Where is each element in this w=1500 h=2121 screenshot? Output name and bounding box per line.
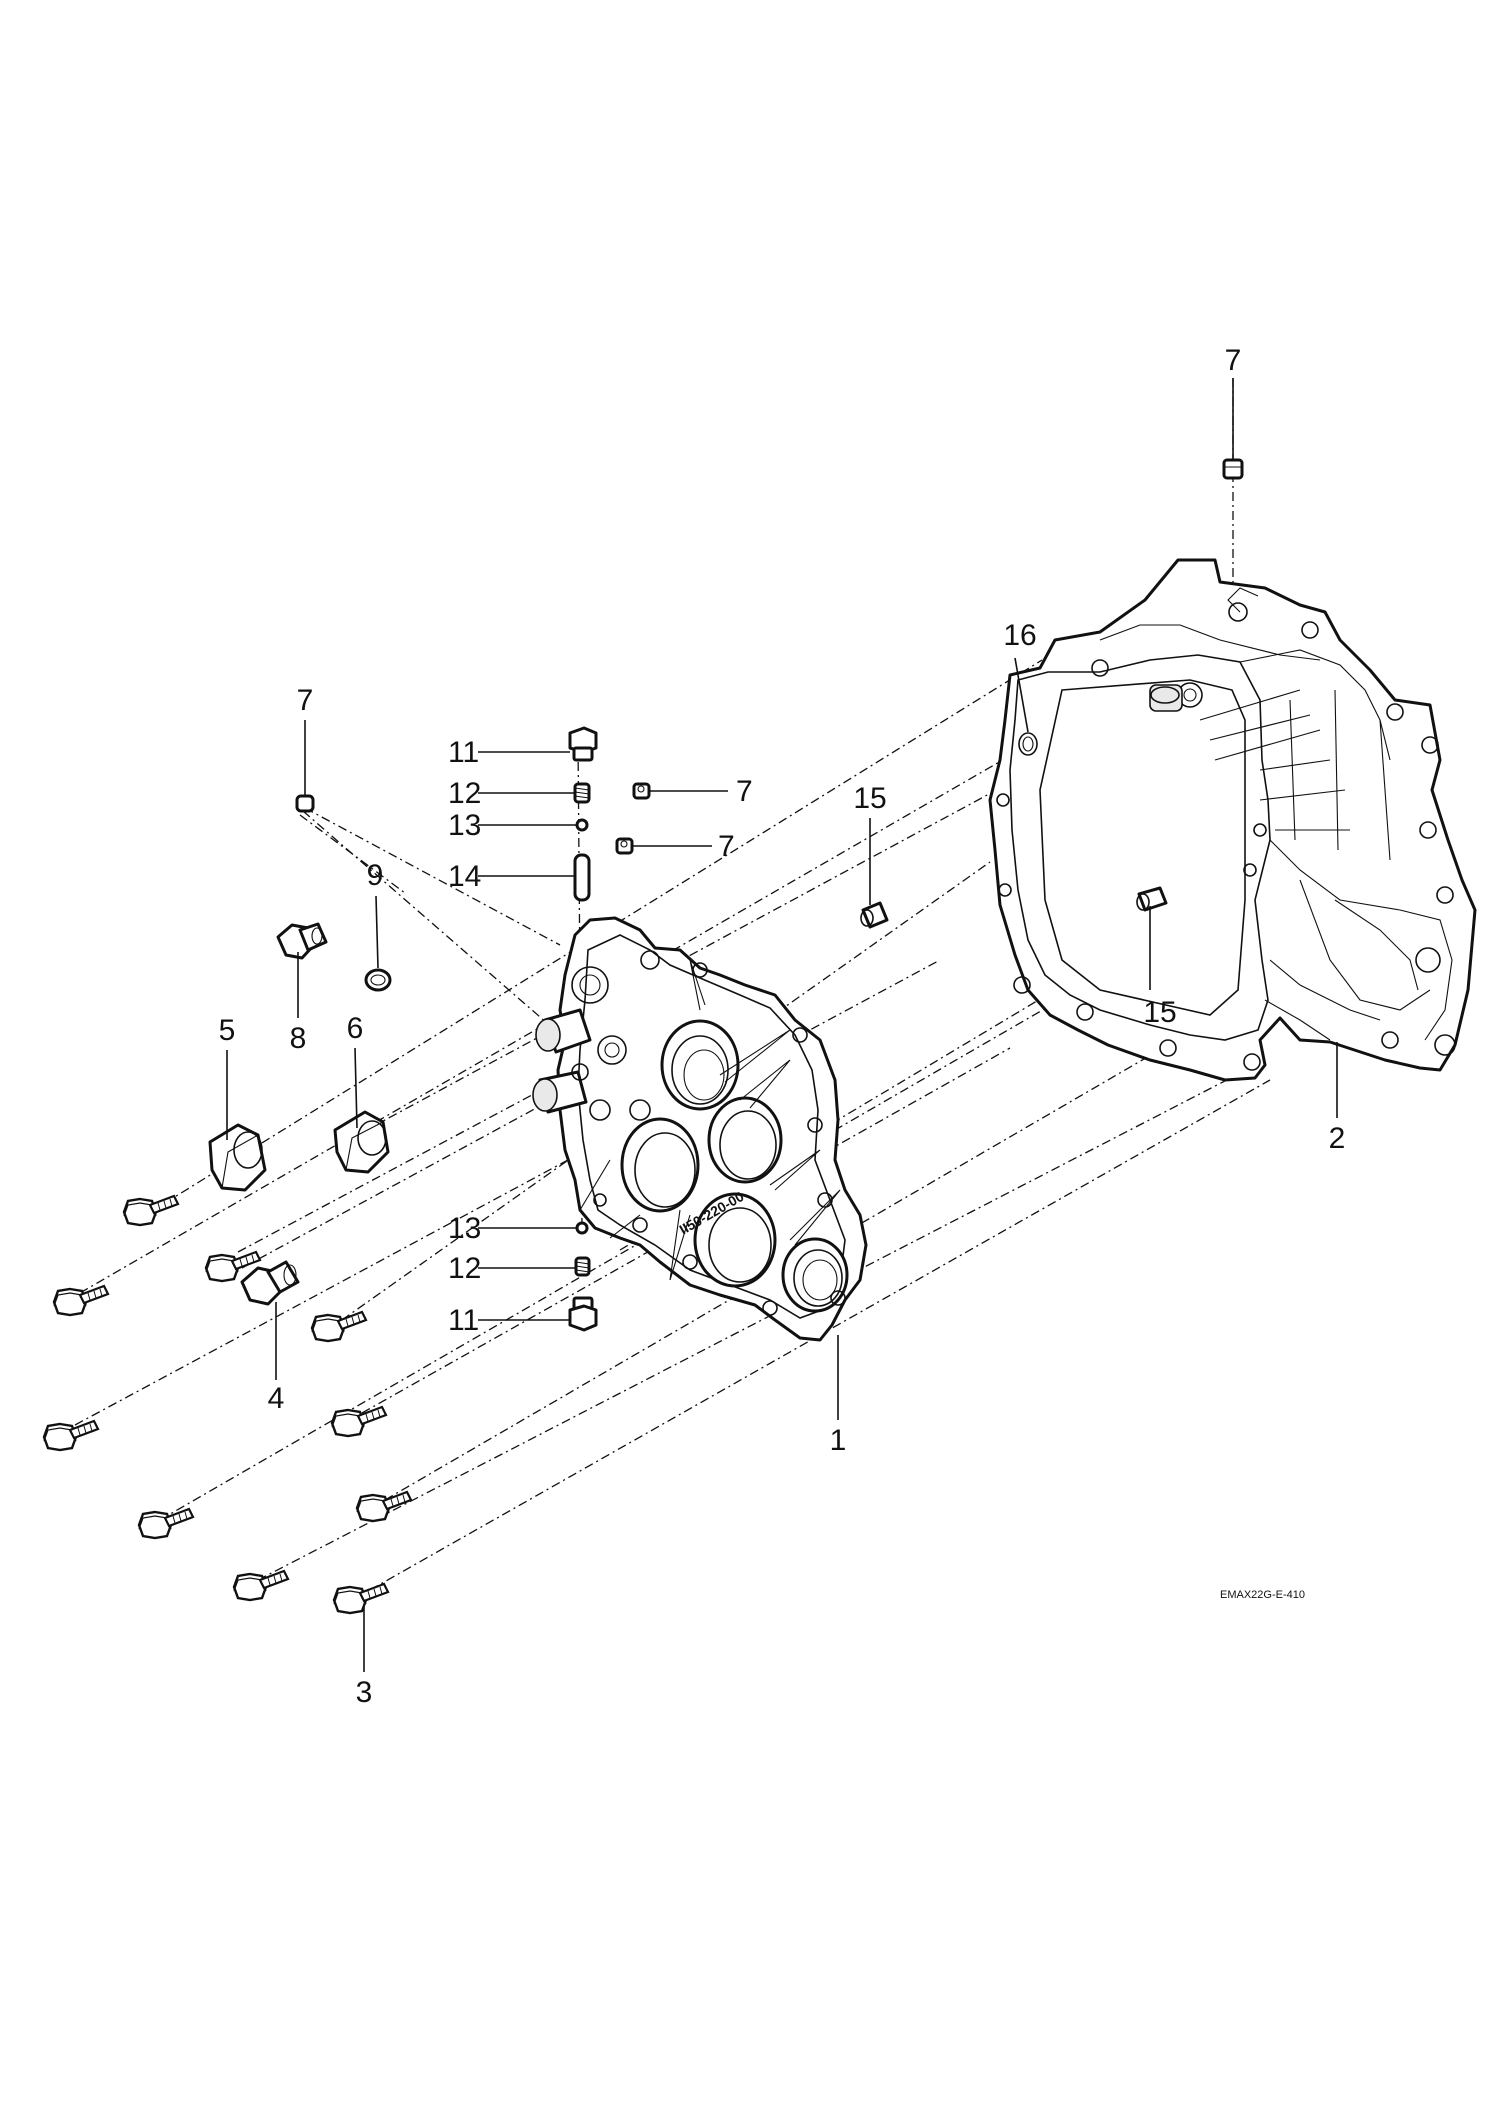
bolt [52,1284,110,1317]
housing-part-2 [988,558,1477,1082]
bolt [232,1569,290,1602]
callout-2: 2 [1329,1122,1346,1155]
bolt [330,1405,388,1438]
callout-7-mid-b: 7 [718,830,735,863]
callout-7-mid-a: 7 [736,775,753,808]
screw-plug-part-11-bottom [568,1296,598,1332]
callout-8: 8 [290,1022,307,1055]
callout-6: 6 [347,1012,364,1045]
callout-7-top: 7 [1225,344,1242,377]
plug-part-5 [208,1123,267,1192]
bolt [42,1419,100,1452]
o-ring-part-9 [364,968,392,992]
callout-7-left: 7 [297,684,314,717]
callout-1: 1 [830,1424,847,1457]
plug-part-6 [333,1110,390,1174]
callout-13-bottom: 13 [448,1212,481,1245]
callout-9: 9 [367,859,384,892]
callout-11-bottom: 11 [448,1304,479,1337]
pin-part-14 [573,853,591,902]
drawing-code: EMAX22G-E-410 [1220,1589,1305,1601]
callout-3: 3 [356,1676,373,1709]
ball-part-13-top [575,818,589,832]
bolt [310,1310,368,1343]
callout-12-top: 12 [448,777,481,810]
front-cover-part-1: II50-220-00 [532,916,868,1342]
bolts-part-3 [42,1194,413,1615]
callout-4: 4 [268,1382,285,1415]
callout-12-bottom: 12 [448,1252,481,1285]
callout-5: 5 [219,1014,236,1047]
plug-part-4 [240,1260,300,1306]
bolt [332,1582,390,1615]
callout-15-b: 15 [1143,996,1176,1029]
screw-plug-part-11-top [568,726,598,762]
dowel-pin-15b [1136,886,1168,912]
callout-13-top: 13 [448,809,481,842]
callouts: 7 16 7 11 12 13 14 7 7 15 15 9 8 5 6 13 … [219,344,1346,1709]
ball-part-13-bottom [575,1221,589,1235]
bolt [355,1490,413,1523]
spring-part-12-top [573,782,591,804]
spring-part-12-bottom [574,1256,591,1277]
dowel-pin-15a [860,901,889,929]
callout-14: 14 [448,860,481,893]
plug-part-7-left [295,794,315,813]
plug-part-7-top [1222,458,1244,480]
bolt [122,1194,180,1227]
leader-lines [226,378,1338,1672]
callout-15-a: 15 [853,782,886,815]
plug-part-7-mid-b [615,837,634,855]
callout-11-top: 11 [448,736,479,769]
bolt [137,1507,195,1540]
callout-16: 16 [1003,619,1036,652]
plug-part-7-mid-a [632,782,651,800]
plug-part-8 [276,922,328,960]
